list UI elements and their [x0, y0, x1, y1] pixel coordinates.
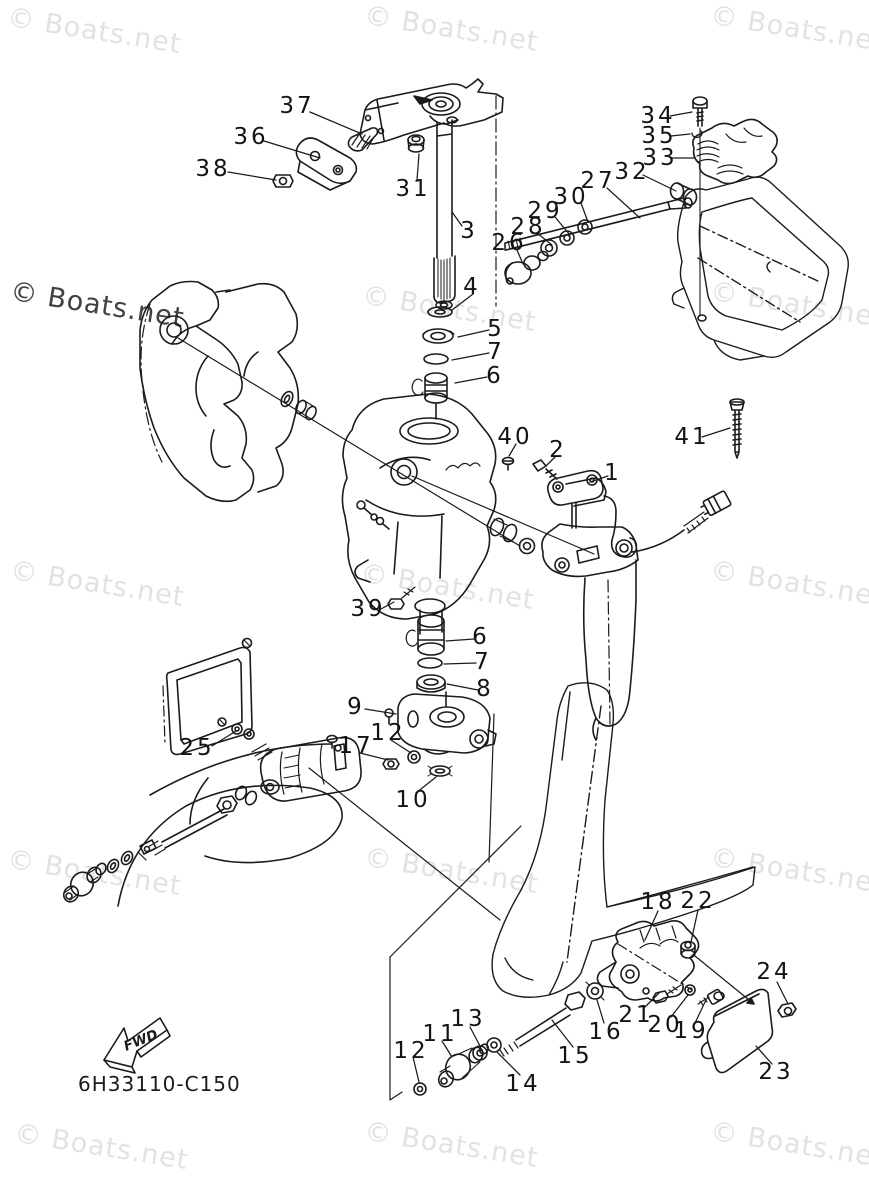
callout-7b: 7	[474, 649, 492, 675]
callout-9: 9	[347, 694, 365, 720]
callout-38: 38	[195, 156, 231, 182]
callout-32: 32	[614, 159, 650, 185]
callout-25: 25	[179, 735, 215, 761]
callout-1: 1	[604, 460, 622, 486]
callout-5: 5	[487, 316, 505, 342]
callout-37: 37	[279, 93, 315, 119]
callout-3: 3	[460, 218, 478, 244]
callout-17: 17	[338, 733, 374, 759]
callout-40: 40	[497, 424, 533, 450]
callout-16: 16	[588, 1019, 624, 1045]
callout-14: 14	[505, 1071, 541, 1097]
callout-31: 31	[395, 176, 431, 202]
callout-20: 20	[647, 1012, 683, 1038]
callout-13: 13	[450, 1006, 486, 1032]
callout-6a: 6	[486, 363, 504, 389]
callout-19: 19	[673, 1018, 709, 1044]
callout-39: 39	[350, 596, 386, 622]
callout-15: 15	[557, 1043, 593, 1069]
callout-6b: 6	[472, 624, 490, 650]
callout-22: 22	[680, 888, 716, 914]
callout-26: 26	[491, 230, 527, 256]
callout-35: 35	[641, 123, 677, 149]
callout-21: 21	[618, 1002, 654, 1028]
callout-11: 11	[422, 1021, 458, 1047]
callout-36: 36	[233, 124, 269, 150]
callout-23: 23	[758, 1059, 794, 1085]
callout-34: 34	[640, 103, 676, 129]
callout-18: 18	[640, 889, 676, 915]
callout-12b: 12	[393, 1038, 429, 1064]
callout-30: 30	[553, 184, 589, 210]
callout-27: 27	[580, 168, 616, 194]
callout-33: 33	[642, 145, 678, 171]
callout-24: 24	[756, 959, 792, 985]
callout-12a: 12	[370, 720, 406, 746]
callout-41: 41	[674, 424, 710, 450]
callout-28: 28	[510, 214, 546, 240]
drawing-code: 6H33110-C150	[78, 1072, 241, 1096]
callout-8: 8	[476, 676, 494, 702]
callout-29: 29	[527, 198, 563, 224]
callout-10: 10	[395, 787, 431, 813]
callout-7a: 7	[487, 339, 505, 365]
callout-4: 4	[463, 274, 481, 300]
callout-2: 2	[549, 437, 567, 463]
